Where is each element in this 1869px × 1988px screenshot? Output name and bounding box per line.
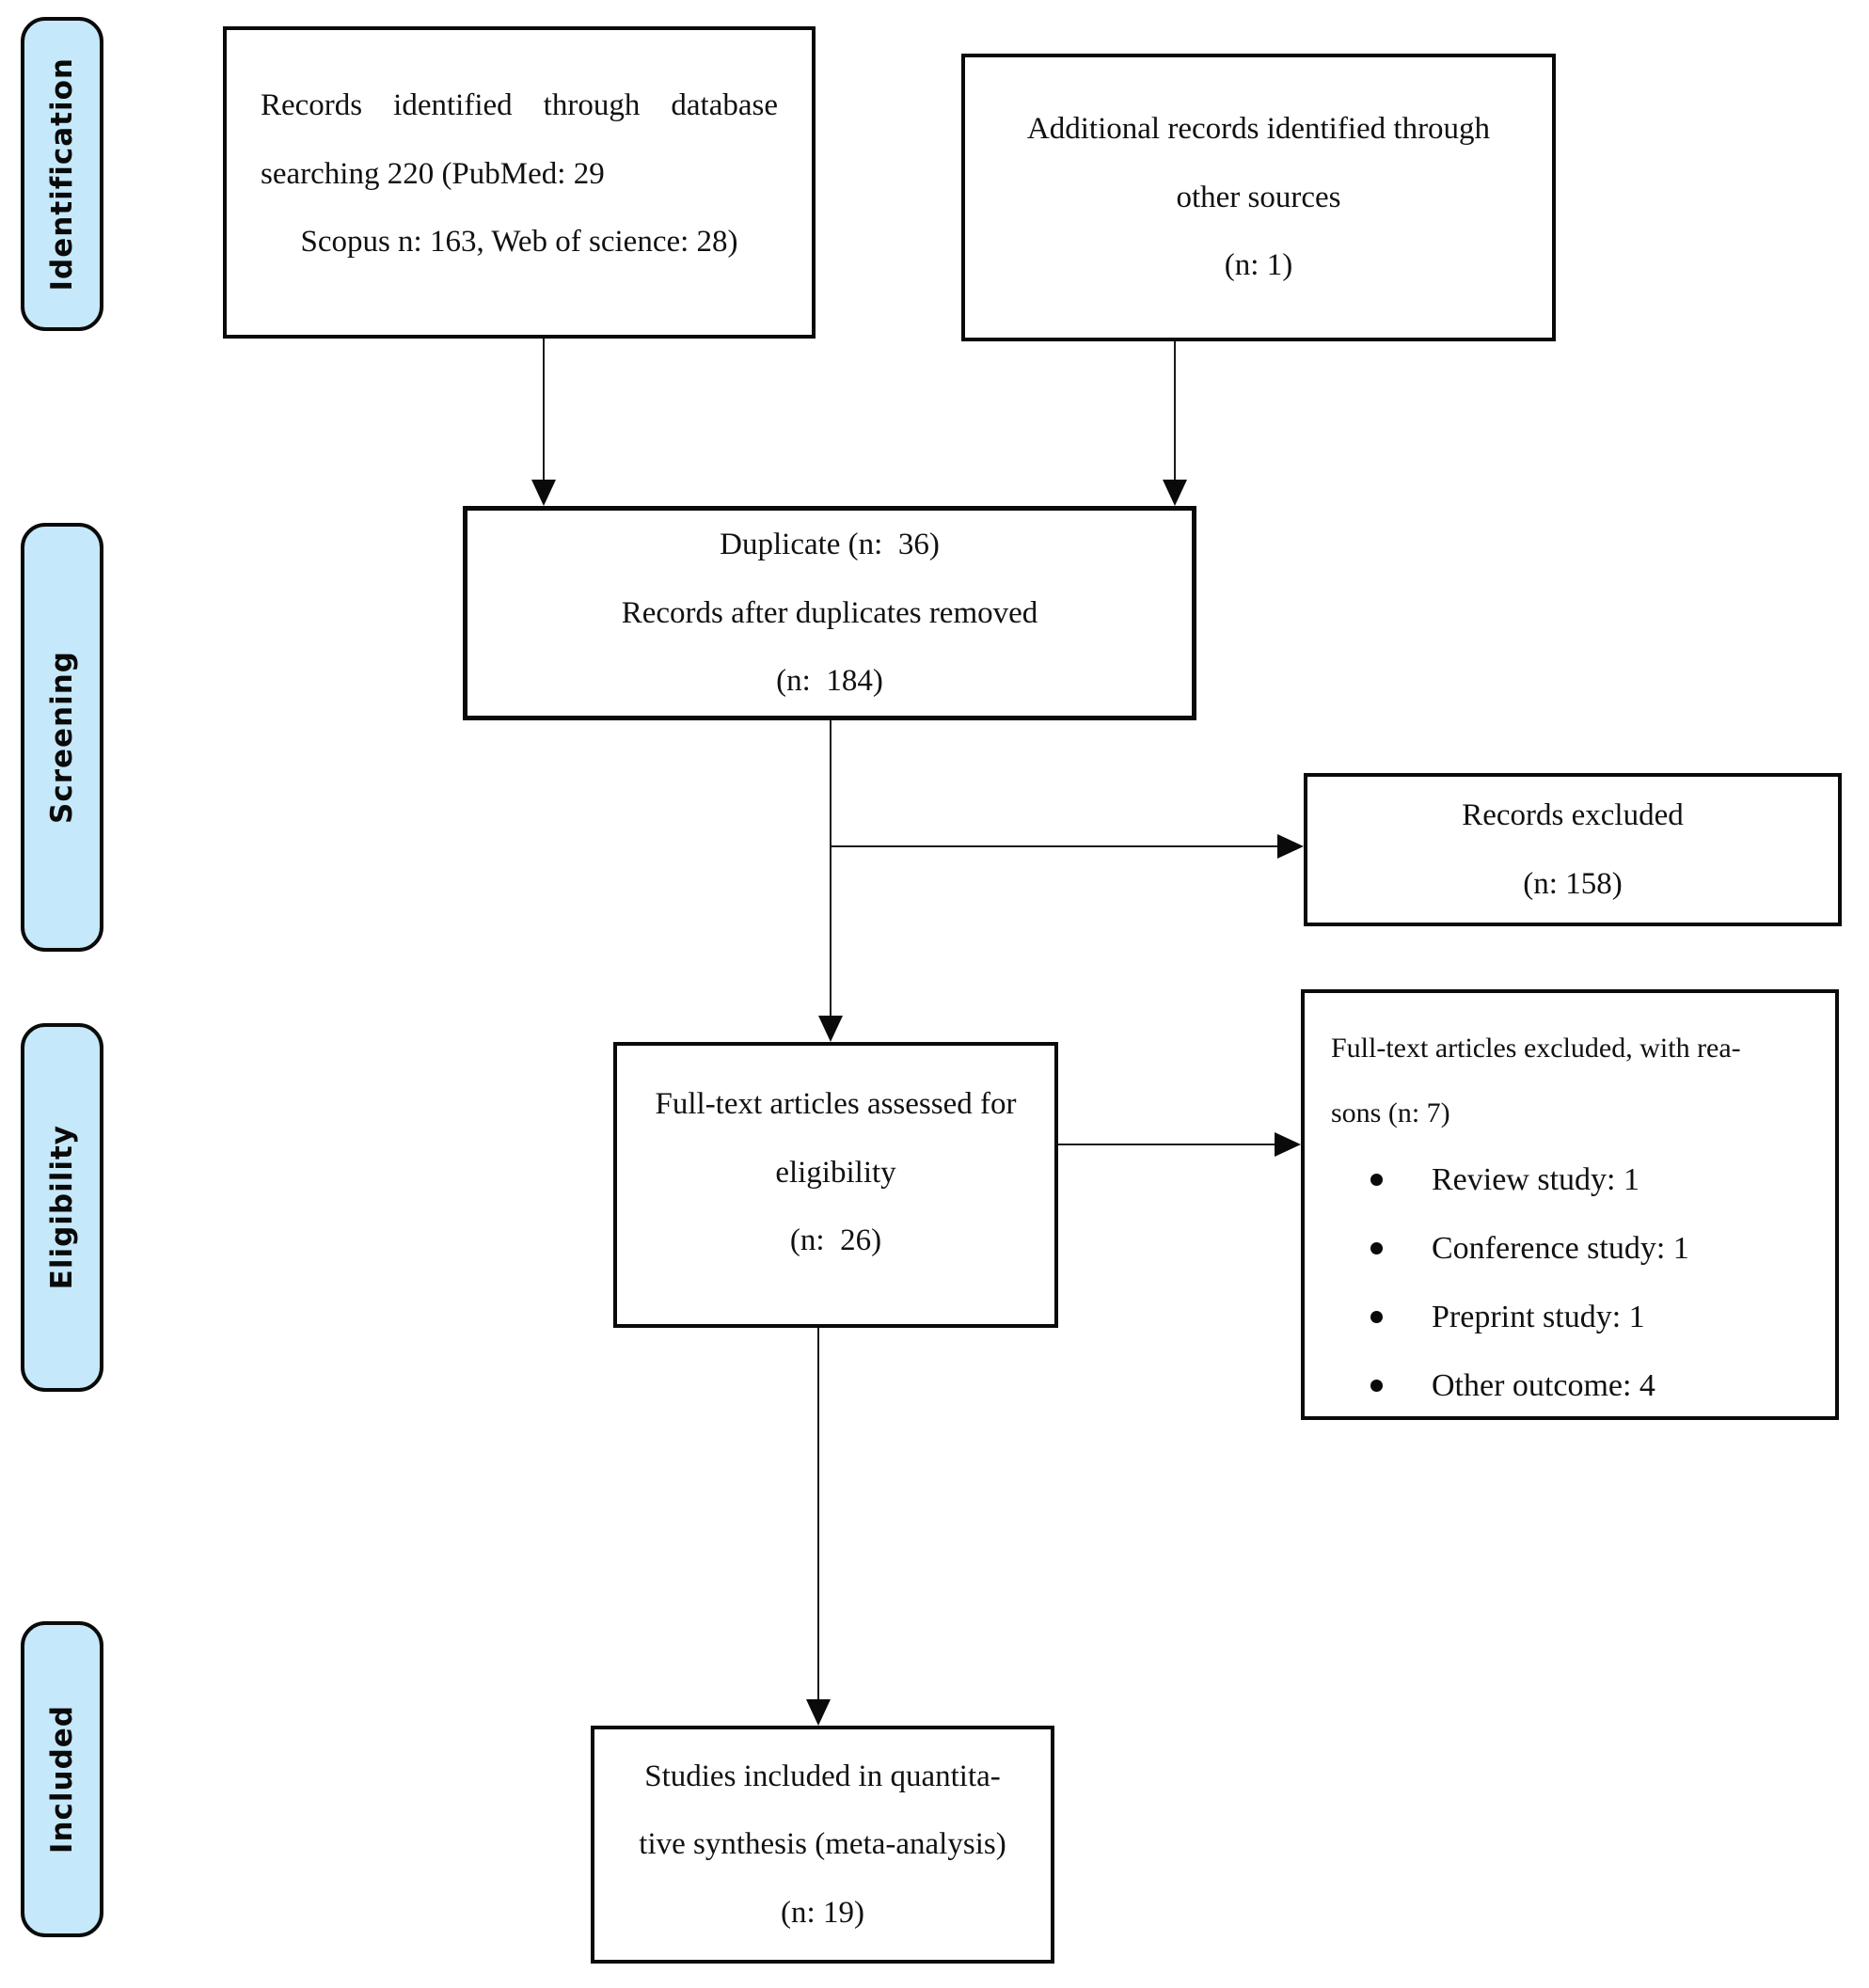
box-records-excluded: Records excluded (n: 158) (1304, 773, 1842, 926)
duplicates-line-3: (n: 184) (776, 664, 883, 699)
arrowhead-fulltext-to-included (806, 1699, 831, 1726)
stage-included-label: Included (45, 1704, 79, 1854)
fulltext-assessed-line-2: eligibility (775, 1155, 896, 1190)
additional-records-line-3: (n: 1) (1224, 248, 1293, 283)
fulltext-excluded-header-2: sons (n: 7) (1331, 1097, 1450, 1128)
arrow-identified-to-duplicates (543, 339, 545, 481)
bullet-icon (1370, 1174, 1383, 1187)
box-duplicates-removed: Duplicate (n: 36) Records after duplicat… (463, 506, 1196, 720)
bullet-icon (1370, 1242, 1383, 1255)
arrow-fulltext-to-included (817, 1328, 819, 1699)
additional-records-line-2: other sources (1176, 180, 1341, 214)
records-identified-line-1: Records identified through database (261, 88, 778, 123)
stage-eligibility: Eligibility (21, 1023, 103, 1392)
box-additional-records: Additional records identified through ot… (961, 54, 1556, 341)
duplicates-line-1: Duplicate (n: 36) (720, 528, 940, 562)
bullet-icon (1370, 1380, 1383, 1393)
bullet-icon (1370, 1311, 1383, 1324)
studies-included-line-3: (n: 19) (781, 1895, 864, 1930)
arrowhead-records-excluded (1277, 834, 1304, 859)
exclusion-reason-row: Other outcome: 4 (1331, 1351, 1811, 1420)
fulltext-assessed-line-1: Full-text articles assessed for (655, 1087, 1017, 1121)
box-records-identified: Records identified through database sear… (223, 26, 816, 339)
exclusion-reason-preprint: Preprint study: 1 (1432, 1300, 1645, 1335)
records-excluded-line-2: (n: 158) (1523, 866, 1623, 901)
exclusion-reason-review: Review study: 1 (1432, 1162, 1639, 1197)
duplicates-line-2: Records after duplicates removed (621, 595, 1038, 630)
arrowhead-identified-to-duplicates (531, 480, 556, 506)
fulltext-excluded-header-1: Full-text articles excluded, with rea- (1331, 1033, 1741, 1064)
arrow-additional-to-duplicates (1174, 341, 1176, 481)
records-identified-line-3: Scopus n: 163, Web of science: 28) (300, 225, 738, 260)
fulltext-assessed-line-3: (n: 26) (789, 1223, 882, 1258)
studies-included-line-2: tive synthesis (meta-analysis) (639, 1827, 1006, 1862)
arrow-branch-records-excluded (831, 845, 1279, 847)
arrowhead-additional-to-duplicates (1163, 480, 1187, 506)
exclusion-reason-conference: Conference study: 1 (1432, 1231, 1689, 1267)
stage-screening: Screening (21, 523, 103, 952)
arrow-fulltext-to-excluded (1058, 1144, 1276, 1145)
arrowhead-duplicates-to-fulltext (818, 1016, 843, 1042)
box-fulltext-assessed: Full-text articles assessed for eligibil… (613, 1042, 1058, 1328)
stage-included: Included (21, 1621, 103, 1937)
studies-included-line-1: Studies included in quantita- (644, 1759, 1001, 1793)
records-excluded-line-1: Records excluded (1462, 797, 1684, 832)
box-fulltext-excluded: Full-text articles excluded, with rea- s… (1301, 989, 1839, 1420)
box-studies-included: Studies included in quantita- tive synth… (591, 1726, 1054, 1964)
stage-eligibility-label: Eligibility (45, 1125, 79, 1290)
additional-records-line-1: Additional records identified through (1026, 112, 1491, 147)
stage-screening-label: Screening (45, 651, 79, 824)
records-identified-line-2: searching 220 (PubMed: 29 (261, 156, 605, 191)
arrow-duplicates-to-fulltext (830, 720, 832, 1018)
exclusion-reason-row: Review study: 1 (1331, 1145, 1811, 1214)
exclusion-reason-row: Preprint study: 1 (1331, 1283, 1811, 1351)
arrowhead-fulltext-to-excluded (1275, 1132, 1301, 1157)
stage-identification-label: Identification (45, 56, 79, 292)
stage-identification: Identification (21, 17, 103, 331)
exclusion-reason-row: Conference study: 1 (1331, 1214, 1811, 1283)
exclusion-reason-other: Other outcome: 4 (1432, 1368, 1655, 1404)
